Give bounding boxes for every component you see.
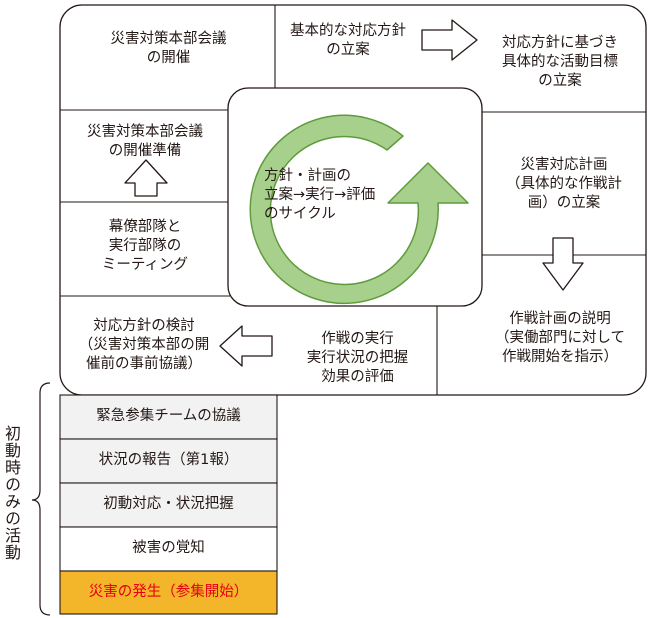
cell-review-policy: 対応方針の検討 （災害対策本部の開 催前の事前協議）: [78, 318, 210, 372]
cell-staff-meeting: 幕僚部隊と 実行部隊の ミーティング: [101, 219, 189, 273]
cell-explain-plan: 作戦計画の説明 （実働部門に対して 作戦開始を指示）: [494, 311, 626, 365]
cell-specific-goals: 対応方針に基づき 具体的な活動目標 の立案: [502, 35, 618, 89]
initial-step-label: 緊急参集チームの協議: [96, 408, 241, 424]
cell-hold-meeting: 災害対策本部会議 の開催: [110, 31, 227, 66]
bracket-label: 初動時のみの活動: [2, 425, 21, 561]
bracket: [31, 382, 51, 616]
up-arrow-icon: [124, 159, 168, 197]
initial-step-box: [59, 438, 278, 484]
initial-step-label: 初動対応・状況把握: [103, 496, 234, 512]
left-arrow-icon: [219, 325, 273, 367]
initial-step-box-highlight: [59, 570, 278, 615]
cycle-label: 方針・計画の 立案→実行→評価 のサイクル: [264, 168, 376, 222]
cell-execute: 作戦の実行 実行状況の把握 効果の評価: [306, 331, 409, 385]
cell-response-plan: 災害対応計画 （具体的な作戦計 画）の立案: [506, 157, 622, 211]
right-arrow-icon: [421, 19, 478, 61]
initial-step-label-highlight: 災害の発生（参集開始）: [88, 584, 249, 600]
cycle-arrow-icon: [249, 114, 469, 305]
cell-basic-policy: 基本的な対応方針 の立案: [290, 23, 406, 58]
initial-step-label: 被害の覚知: [132, 540, 205, 556]
cell-prepare-meeting: 災害対策本部会議 の開催準備: [87, 124, 203, 159]
down-arrow-icon: [542, 237, 584, 291]
initial-step-box: [59, 394, 278, 440]
initial-step-label: 状況の報告（第1報）: [98, 452, 239, 468]
